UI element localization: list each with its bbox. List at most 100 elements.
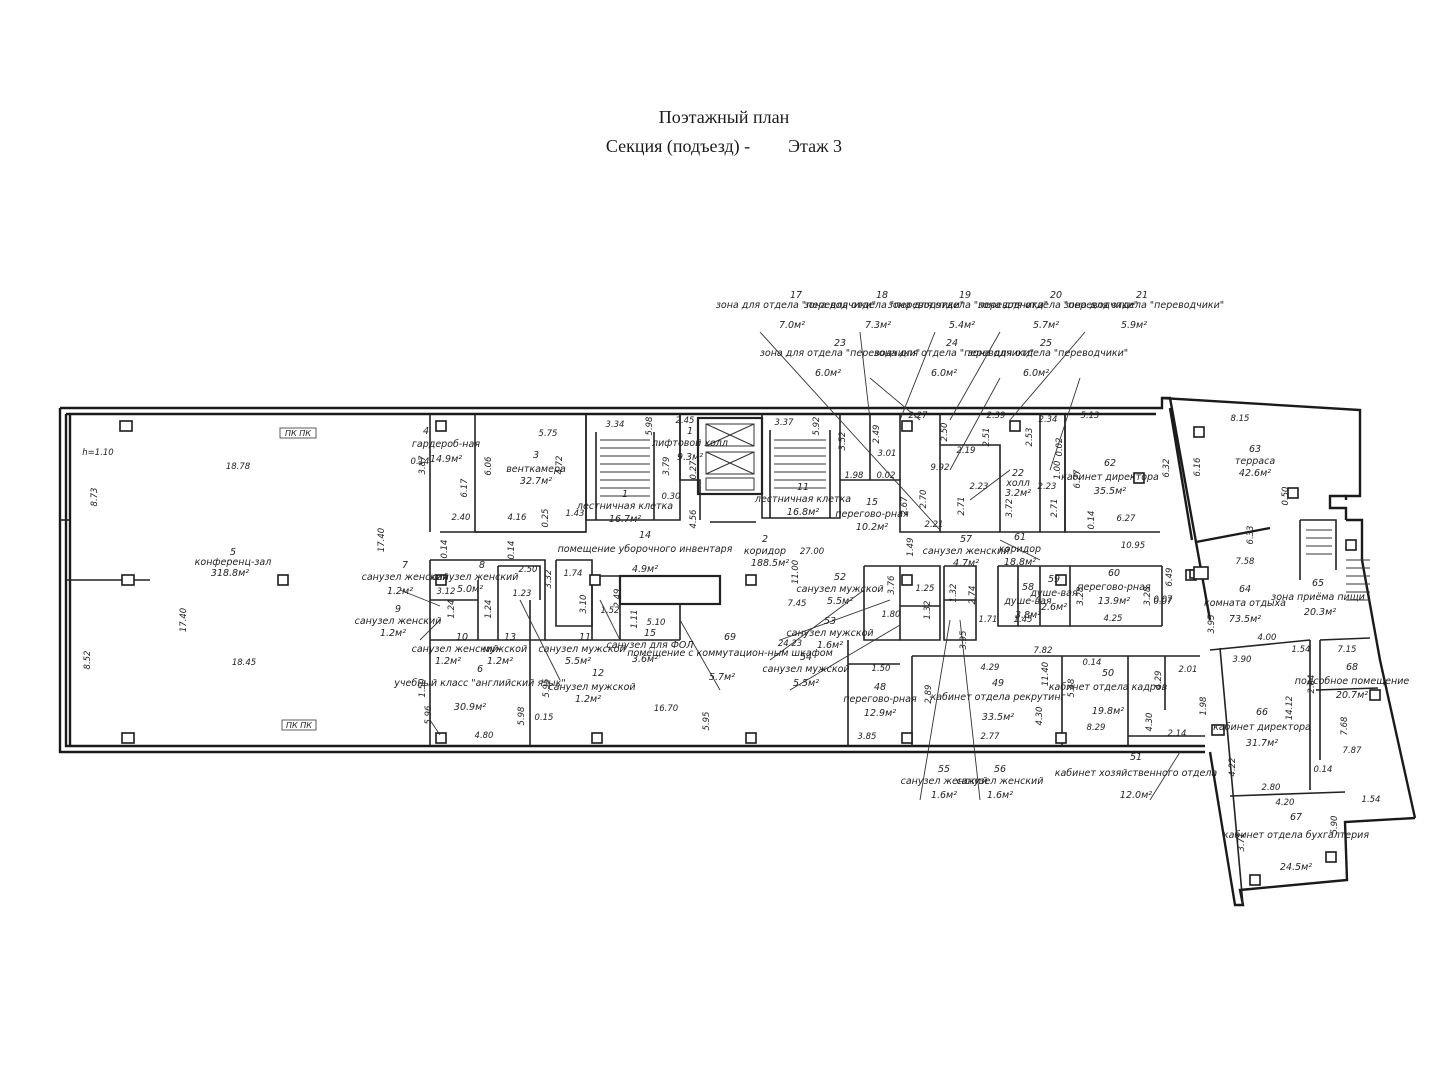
callout-label: 17 [790, 290, 802, 301]
dimension-label: 0.07 [1154, 597, 1174, 607]
callout-label: 5.9м² [1121, 320, 1147, 331]
room-label: помещение уборочного инвентаря [558, 544, 733, 555]
room-label: санузел мужской [762, 664, 849, 675]
room-label: 63 [1249, 444, 1261, 455]
dimension-label: 0.14 [1314, 765, 1333, 775]
room-label: 32.7м² [520, 476, 552, 487]
callout-label: 25 [1040, 338, 1052, 349]
outer-walls [58, 396, 1417, 907]
callout-label: 6.0м² [815, 368, 841, 379]
room-label: душе-вая [1029, 588, 1078, 599]
callout-label: 6.0м² [931, 368, 957, 379]
room-label: помещение с коммутацион-ным шкафом [627, 648, 833, 659]
dimension-label: 3.34 [606, 420, 625, 430]
callout-label: зона для отдела "переводчики" [874, 348, 1034, 359]
room-label: 22 [1012, 468, 1024, 479]
room-label: 55 [938, 764, 950, 775]
dimension-label: 1.54 [1362, 795, 1381, 805]
room-label: 20.7м² [1336, 690, 1368, 701]
dimension-label: 6.27 [1117, 514, 1137, 524]
room-label: 2.6м² [1041, 602, 1067, 613]
dimension-label: 10.95 [1121, 541, 1145, 551]
dimension-label: 1.50 [872, 664, 891, 674]
dimension-label: 8.73 [90, 488, 100, 507]
dimension-label: 0.14 [1087, 511, 1097, 530]
room-label: 58 [1022, 582, 1034, 593]
room-label: 3.6м² [632, 654, 658, 665]
room-label: 54 [800, 652, 812, 663]
dimension-label: 3.79 [662, 457, 672, 476]
room-label: 56 [994, 764, 1006, 775]
dimension-label: 2.23 [970, 482, 989, 492]
room-label: 48 [874, 682, 886, 693]
dimension-label: 0.02 [1055, 438, 1065, 457]
room-label: 318.8м² [211, 568, 249, 579]
callout-label: зона для отдела "переводчики" [804, 300, 964, 311]
room-label: 69 [724, 632, 736, 643]
dimension-label: 4.56 [689, 509, 699, 529]
callout-label: зона для отдела "переводчики" [716, 300, 876, 311]
dimension-label: 18.45 [232, 658, 256, 668]
room-label: 30.9м² [454, 702, 486, 713]
room-label: 42.6м² [1239, 468, 1271, 479]
room-label: гардероб-ная [412, 439, 480, 450]
room-label: 20.3м² [1304, 607, 1336, 618]
dimension-label: 1.54 [1292, 645, 1311, 655]
dimension-label: 3.12 [437, 587, 456, 597]
dimension-label: 0.14 [440, 540, 450, 559]
dimension-label: 18.78 [226, 462, 251, 472]
callout-label: зона для отдела "переводчики" [1064, 300, 1224, 311]
dimension-label: 4.22 [1228, 758, 1238, 777]
dimension-label: 5.98 [645, 416, 655, 436]
dimension-label: 1.32 [923, 601, 933, 620]
room-label: санузел женский [355, 616, 442, 627]
room-label: 33.5м² [982, 712, 1014, 723]
interior-walls [60, 414, 1379, 906]
dimension-label: 0.02 [877, 471, 896, 481]
room-label: 16.7м² [609, 514, 641, 525]
dimension-label: 8.52 [83, 651, 93, 670]
room-label: кабинет отдела бухгалтерия [1223, 830, 1369, 841]
room-label: 73.5м² [1229, 614, 1261, 625]
room-label: холл [1005, 478, 1030, 489]
room-label: 60 [1108, 568, 1120, 579]
room-label: 1.6м² [931, 790, 957, 801]
room-label: 1.2м² [380, 628, 406, 639]
room-label: коридор [999, 544, 1041, 555]
dimension-label: 3.01 [878, 449, 897, 459]
dimension-label: 6.32 [1162, 459, 1172, 478]
callout-label: 18 [876, 290, 888, 301]
dimension-label: 2.49 [872, 425, 882, 444]
room-labels: 5 конференц-зал 318.8м² 4 гардероб-ная 1… [195, 426, 1410, 873]
room-label: 62 [1104, 458, 1116, 469]
room-label: коридор [744, 546, 786, 557]
room-label: 65 [1312, 578, 1324, 589]
dimension-label: 5.48 [1067, 678, 1077, 698]
room-label: 1.2м² [575, 694, 601, 705]
room-label: 13.9м² [1098, 596, 1130, 607]
room-label: 2 [762, 534, 768, 545]
room-label: 14 [639, 530, 651, 541]
dimension-label: 7.82 [1034, 646, 1053, 656]
dimension-label: 2.53 [1025, 428, 1035, 447]
room-label: перегово-рная [835, 509, 909, 520]
dimension-label: 5.95 [702, 712, 712, 731]
dimension-label: 2.50 [519, 565, 538, 575]
room-label: 7 [402, 560, 408, 571]
room-label: кабинет отдела рекрутинг [930, 692, 1066, 703]
callout-label: 21 [1136, 290, 1148, 301]
dimension-label: 3.87 [418, 455, 428, 475]
room-label: 49 [992, 678, 1004, 689]
dimension-label: 17.40 [179, 608, 189, 632]
dimension-label: 5.13 [1081, 411, 1100, 421]
dimension-label: 2.19 [957, 446, 976, 456]
dimension-label: 8.29 [1087, 723, 1106, 733]
dimension-label: 0.14 [411, 457, 430, 467]
room-label: 16.8м² [787, 507, 819, 518]
room-label: 4.9м² [632, 564, 658, 575]
dimension-label: 3.10 [579, 595, 589, 614]
dimension-label: 4.30 [1145, 713, 1155, 732]
room-label: 3.8м² [1015, 610, 1041, 621]
room-label: 10 [456, 632, 468, 643]
room-label: 1.2м² [487, 656, 513, 667]
